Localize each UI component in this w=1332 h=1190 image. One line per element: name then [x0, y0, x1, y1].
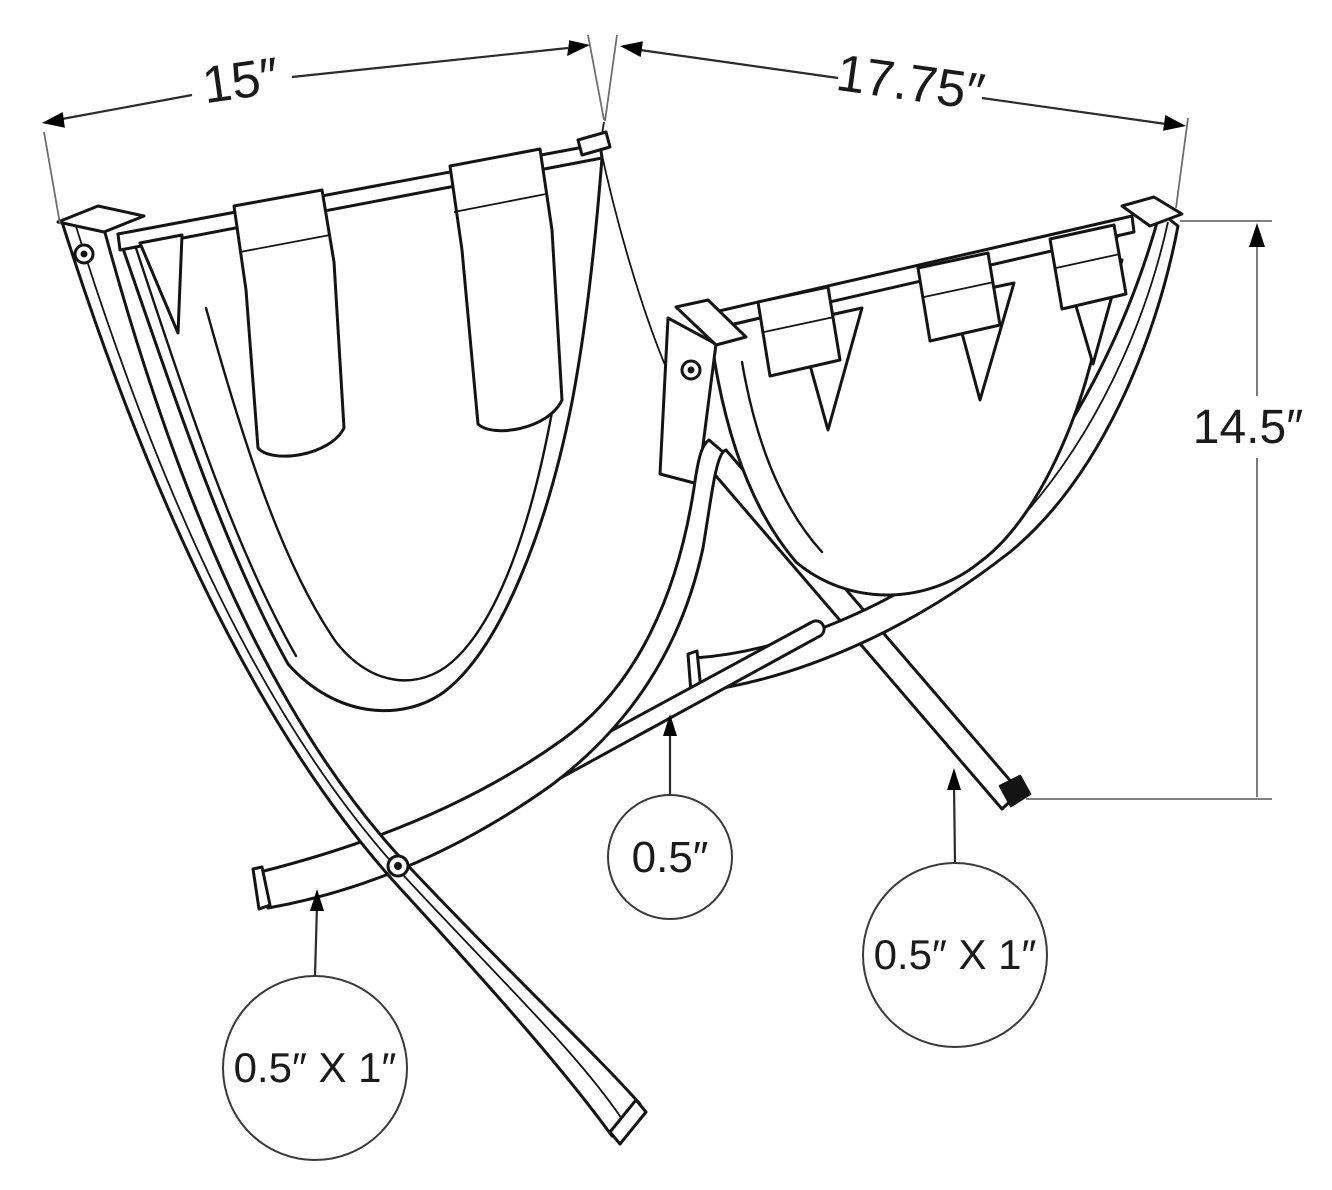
dim-15: 15″	[42, 40, 590, 128]
dim-15-label: 15″	[199, 47, 283, 115]
back-post-cap	[1120, 195, 1184, 228]
dim-145: 14.5″	[1026, 220, 1303, 800]
ext-tick-mid-left	[587, 34, 605, 121]
back-curved-leg-edge	[1013, 221, 1169, 527]
dim-1775-arrow-right	[1163, 115, 1186, 131]
dim-145-label: 14.5″	[1193, 401, 1303, 454]
dim-15-arrow-right	[567, 40, 590, 56]
back-corner-edge	[599, 121, 669, 373]
callout-front-leg-arrow	[310, 889, 324, 911]
right-rail-straps	[756, 223, 1128, 378]
left-sling-edge-line	[130, 234, 298, 658]
dim-1775-label: 17.75″	[833, 44, 988, 122]
front-leg-foot-cap	[608, 1098, 648, 1146]
front-leg-side-edge	[73, 219, 625, 1123]
ext-tick-left	[43, 131, 61, 225]
dimension-annotations: 15″ 17.75″ 14.5″ 0.5″	[42, 34, 1303, 1161]
dim-1775: 17.75″	[620, 41, 1186, 131]
callout-front-leg: 0.5″ X 1″	[222, 889, 408, 1161]
dim-15-arrow-left	[42, 112, 65, 128]
front-crossing-rivet	[386, 854, 410, 878]
left-strap-flap	[138, 233, 184, 335]
front-post-rivet	[80, 250, 88, 258]
callout-stretcher-label: 0.5″	[632, 833, 709, 882]
right-sling-inner-edge	[740, 360, 824, 554]
front-curved-leg-foot-cap	[251, 865, 272, 911]
left-sling-inner-edge	[204, 306, 554, 682]
back-leg-foot-cap	[998, 774, 1032, 808]
callout-stretcher: 0.5″	[607, 714, 733, 920]
callout-back-leg: 0.5″ X 1″	[862, 768, 1048, 1048]
callout-back-leg-label: 0.5″ X 1″	[874, 931, 1037, 978]
ext-tick-mid-right	[604, 34, 618, 122]
left-rail-end-cap	[576, 130, 612, 157]
center-post-rivet	[687, 366, 695, 374]
callout-back-leg-arrow	[947, 768, 961, 790]
callout-stretcher-arrow	[663, 714, 677, 736]
dim-1775-arrow-left	[620, 41, 643, 57]
magazine-rack-drawing	[56, 121, 1184, 1146]
ext-tick-right	[1175, 117, 1189, 209]
front-post-cap	[56, 204, 146, 234]
callout-front-leg-label: 0.5″ X 1″	[234, 1044, 397, 1091]
dim-145-arrow-up	[1249, 223, 1265, 247]
front-straight-leg	[56, 204, 648, 1146]
front-curved-leg	[251, 438, 725, 911]
left-rail-straps	[232, 147, 564, 458]
